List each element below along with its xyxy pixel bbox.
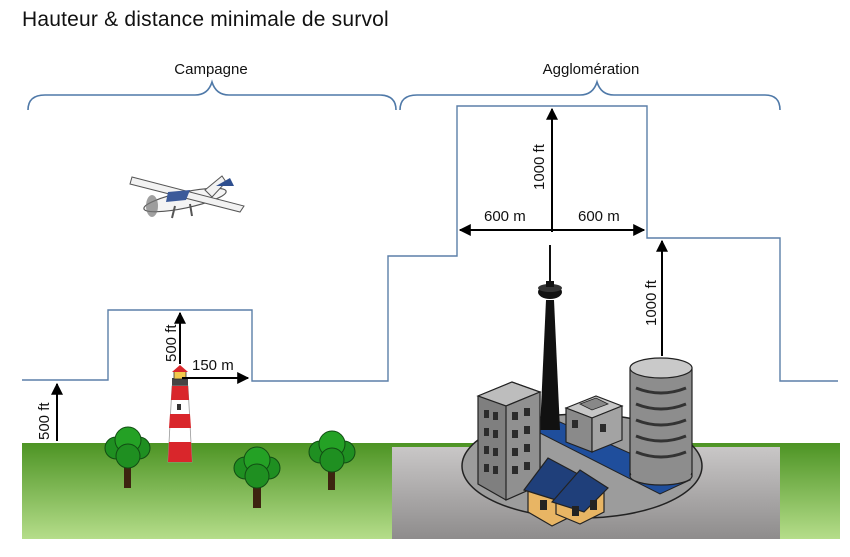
tree-icon [233, 446, 281, 508]
cylinder-tower-icon [629, 357, 693, 486]
office-building-icon [476, 381, 542, 501]
cube-building-icon [564, 395, 624, 453]
city-height-right-label: 1000 ft [643, 279, 660, 326]
city-distance-left-label: 600 m [484, 208, 526, 225]
minimum-altitude-profile [22, 105, 838, 382]
lighthouse-icon [167, 365, 193, 463]
tv-tower-icon [538, 245, 562, 430]
city-distance-right-label: 600 m [578, 208, 620, 225]
tree-icon [104, 426, 151, 488]
tree-icon [308, 430, 356, 490]
airplane-icon [129, 175, 245, 219]
house-icon [550, 469, 609, 525]
city-brace [399, 79, 781, 111]
ground-height-label: 500 ft [36, 402, 53, 440]
obstacle-distance-label: 150 m [192, 357, 234, 374]
city-label: Agglomération [543, 61, 640, 78]
city-height-top-label: 1000 ft [531, 143, 548, 190]
obstacle-height-label: 500 ft [163, 324, 180, 362]
countryside-brace [27, 79, 397, 111]
countryside-label: Campagne [174, 61, 247, 78]
diagram-title: Hauteur & distance minimale de survol [22, 8, 389, 31]
